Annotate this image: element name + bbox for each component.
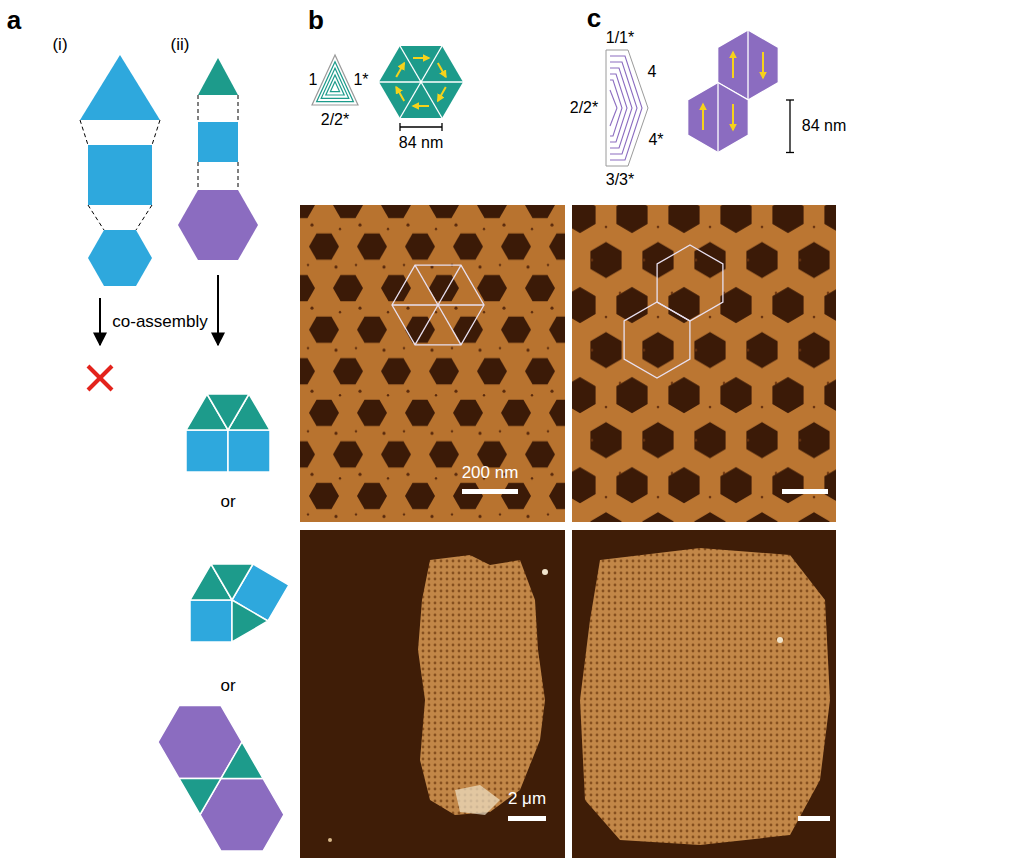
edge-label: 2/2*: [570, 99, 598, 117]
edge-label: 1*: [353, 71, 368, 89]
scale-bar-label: 2 μm: [508, 790, 546, 809]
alternative-word: or: [220, 493, 235, 512]
edge-label: 1/1*: [606, 29, 634, 47]
edge-label: 4: [648, 63, 657, 81]
hexagon-pair-scheme: [688, 30, 794, 153]
panel-letter: b: [308, 6, 324, 35]
sub-panel-label: (i): [52, 36, 67, 55]
edge-label: 2/2*: [321, 111, 349, 129]
panel-letter: a: [7, 6, 21, 35]
hexagon-assembly-scheme: [379, 46, 463, 131]
shape-sequence-i: [80, 55, 160, 390]
dimension-label: 84 nm: [399, 134, 443, 152]
afm-image-c-large: [572, 530, 836, 858]
triangle-tile-scheme: [312, 55, 358, 105]
panel-letter: c: [587, 4, 601, 33]
edge-label: 3/3*: [606, 171, 634, 189]
dimension-label: 84 nm: [802, 117, 846, 135]
afm-image-b-large: [300, 530, 565, 858]
shape-sequence-ii: [158, 58, 289, 851]
edge-label: 4*: [648, 131, 663, 149]
scale-bar-label: 200 nm: [462, 464, 519, 483]
afm-image-b-zoom: [300, 205, 565, 522]
edge-label: 1: [309, 71, 318, 89]
process-label: co-assembly: [112, 313, 207, 332]
sub-panel-label: (ii): [171, 36, 190, 55]
alternative-word: or: [220, 677, 235, 696]
half-hexagon-tile-scheme: [606, 50, 648, 166]
afm-image-c-zoom: [572, 205, 836, 522]
